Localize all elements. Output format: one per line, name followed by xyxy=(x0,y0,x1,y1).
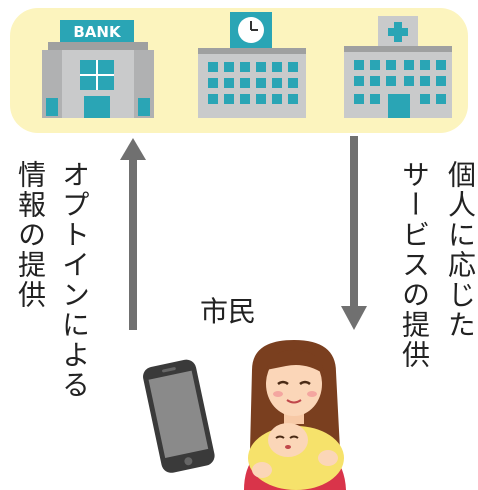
smartphone-icon xyxy=(143,359,215,473)
bank-sign: BANK xyxy=(73,23,122,41)
mother-with-baby-icon xyxy=(244,340,346,490)
info-provision-label: 情報の提供 xyxy=(14,160,47,310)
citizen-label: 市民 xyxy=(200,295,257,328)
clock-tower-building-icon xyxy=(198,12,306,118)
downward-arrow xyxy=(341,136,367,330)
service-provision-label: サービスの提供 xyxy=(398,160,431,370)
upward-arrow xyxy=(120,138,146,330)
individualized-label: 個人に応じた xyxy=(444,160,477,340)
bank-icon: BANK xyxy=(42,20,154,118)
hospital-cross-icon xyxy=(344,16,452,118)
opt-in-label: オプトインによる xyxy=(58,160,91,400)
